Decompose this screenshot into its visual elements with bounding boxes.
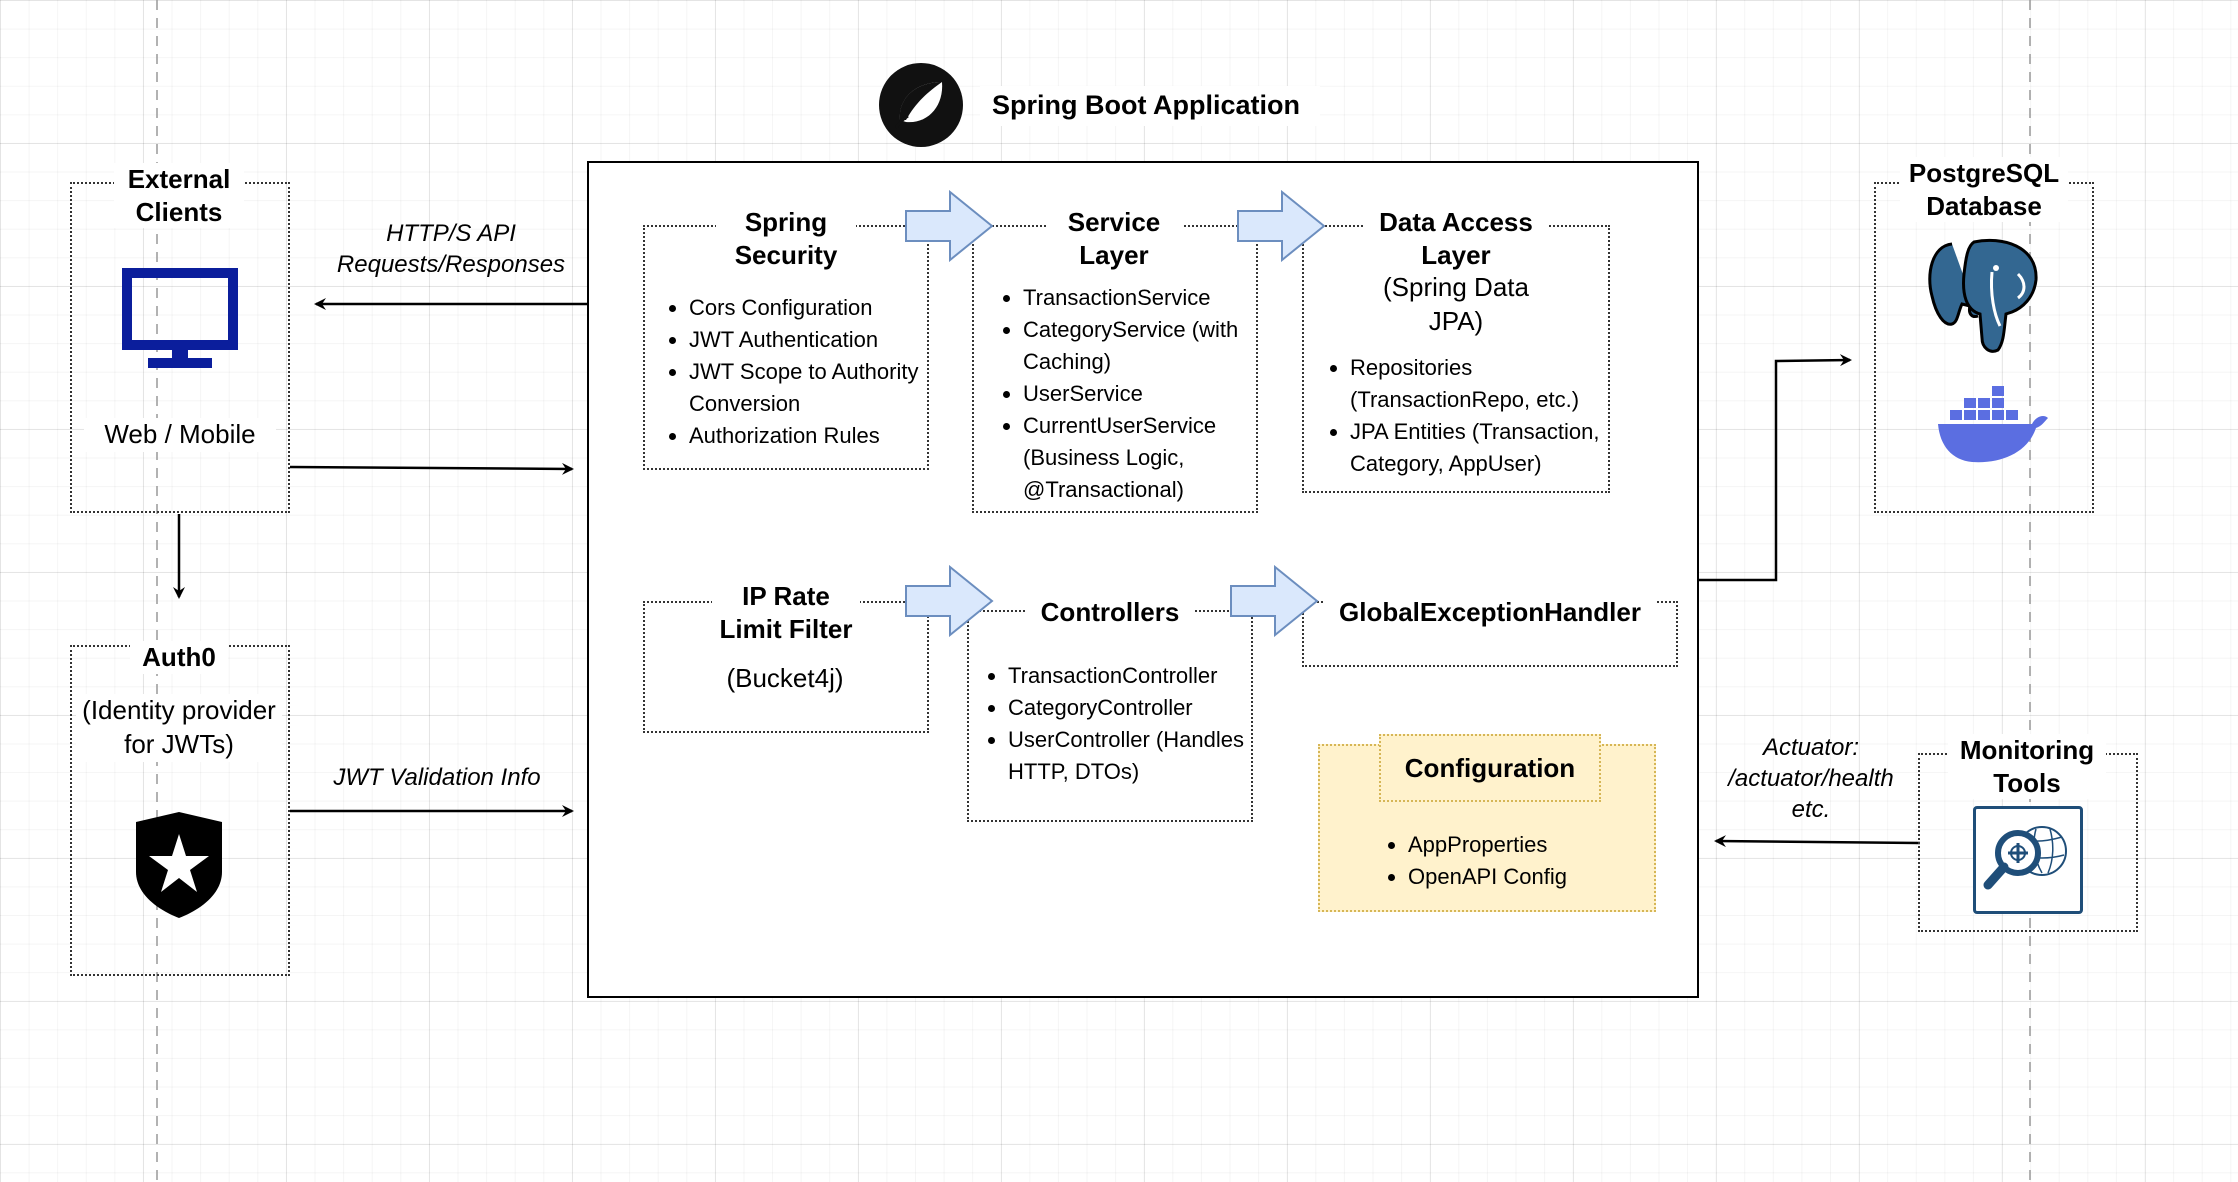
list-item: AppProperties [1408, 829, 1668, 861]
docker-whale-icon [1936, 380, 2050, 466]
list-item: UserController (Handles HTTP, DTOs) [1008, 724, 1280, 788]
database-title: PostgreSQL Database [1900, 157, 2068, 222]
list-item: JWT Authentication [689, 324, 955, 356]
service-layer-title: Service Layer [1046, 206, 1182, 271]
list-item: OpenAPI Config [1408, 861, 1668, 893]
flow-arrow-security-to-service [905, 190, 994, 262]
list-item: Authorization Rules [689, 420, 955, 452]
exception-handler-title: GlobalExceptionHandler [1325, 596, 1655, 629]
app-title: Spring Boot Application [980, 86, 1320, 126]
list-item: UserService [1023, 378, 1285, 410]
spring-security-list: Cors Configuration JWT Authentication JW… [661, 292, 955, 452]
http-request-arrow [289, 462, 574, 475]
app-to-database-arrow [1699, 354, 1852, 582]
actuator-label: Actuator: /actuator/health etc. [1728, 734, 1894, 824]
list-item: Cors Configuration [689, 292, 955, 324]
list-item: Repositories (TransactionRepo, etc.) [1350, 352, 1636, 416]
auth0-shield-icon [130, 810, 228, 920]
controllers-list: TransactionController CategoryController… [980, 660, 1280, 788]
spring-logo-icon [878, 62, 964, 148]
list-item: CategoryController [1008, 692, 1280, 724]
rate-limit-title: IP Rate Limit Filter [712, 580, 860, 645]
flow-arrow-controllers-to-exception [1230, 565, 1319, 637]
list-item: JWT Scope to Authority Conversion [689, 356, 955, 420]
list-item: TransactionController [1008, 660, 1280, 692]
http-label: HTTP/S API Requests/Responses [336, 220, 566, 279]
external-clients-title: External Clients [114, 163, 244, 228]
controllers-title: Controllers [1026, 596, 1194, 629]
data-access-list: Repositories (TransactionRepo, etc.) JPA… [1322, 352, 1636, 480]
flow-arrow-ratelimit-to-controllers [905, 565, 994, 637]
configuration-title: Configuration [1379, 734, 1601, 802]
spring-security-title: Spring Security [716, 206, 856, 271]
actuator-arrow [1714, 835, 1921, 848]
data-access-title: Data Access Layer [1364, 206, 1548, 271]
list-item: CurrentUserService (Business Logic, @Tra… [1023, 410, 1285, 506]
postgresql-elephant-icon [1922, 234, 2046, 356]
external-clients-subtitle: Web / Mobile [84, 418, 276, 452]
list-item: TransactionService [1023, 282, 1285, 314]
data-access-subtitle: (Spring Data JPA) [1364, 271, 1548, 339]
configuration-list: AppProperties OpenAPI Config [1380, 829, 1668, 893]
auth0-title: Auth0 [130, 641, 228, 674]
monitoring-magnifier-icon [1973, 806, 2083, 914]
flow-arrow-service-to-data [1237, 190, 1326, 262]
monitoring-title: Monitoring Tools [1948, 734, 2106, 799]
rate-limit-subtitle: (Bucket4j) [726, 663, 844, 693]
list-item: JPA Entities (Transaction, Category, App… [1350, 416, 1636, 480]
monitor-icon [122, 268, 238, 372]
service-layer-list: TransactionService CategoryService (with… [995, 282, 1285, 506]
auth0-description: (Identity provider for JWTs) [76, 694, 282, 762]
jwt-label: JWT Validation Info [333, 764, 541, 791]
list-item: CategoryService (with Caching) [1023, 314, 1285, 378]
